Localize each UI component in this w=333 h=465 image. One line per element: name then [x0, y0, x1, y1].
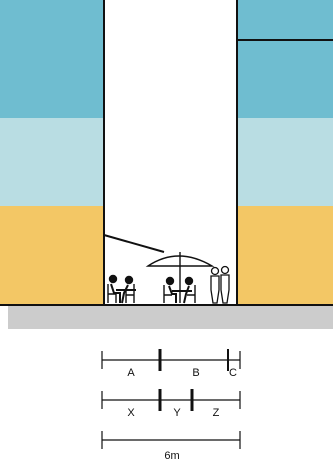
- label-y: Y: [173, 407, 181, 419]
- person-icon: [108, 274, 118, 284]
- person-icon: [121, 284, 129, 304]
- person-icon: [183, 285, 190, 304]
- chair-icon: [187, 285, 196, 303]
- pedestrians: [210, 265, 230, 304]
- person-icon: [110, 283, 121, 303]
- right-building-upper-floor: [237, 40, 333, 118]
- left-building-upper-floor: [0, 0, 104, 118]
- person-icon: [184, 276, 194, 286]
- person-icon: [168, 285, 177, 303]
- person-icon: [165, 276, 175, 286]
- pedestrian-icon: [210, 275, 220, 304]
- right-building-middle-floor: [237, 118, 333, 206]
- dimension-diagram: [101, 349, 241, 449]
- label-x: X: [127, 407, 135, 419]
- label-b: B: [192, 367, 199, 379]
- awning: [103, 234, 165, 253]
- pedestrian-icon: [220, 265, 230, 275]
- label-total-width: 6m: [164, 450, 179, 462]
- pedestrian-icon: [220, 274, 230, 304]
- chair-icon: [126, 284, 135, 303]
- cafe-table-left: [107, 274, 136, 304]
- left-building-ground-floor: [0, 206, 104, 305]
- right-building-ground-floor: [237, 206, 333, 305]
- person-icon: [124, 275, 134, 285]
- pedestrian-icon: [210, 266, 220, 276]
- cafe-table-parasol: [145, 252, 215, 304]
- label-z: Z: [213, 407, 220, 419]
- label-c: C: [229, 367, 237, 379]
- label-a: A: [127, 367, 135, 379]
- right-building: [236, 0, 333, 305]
- ground-strip: [8, 305, 333, 329]
- left-building: [0, 0, 105, 305]
- left-building-middle-floor: [0, 118, 104, 206]
- chair-icon: [163, 285, 172, 303]
- right-building-top-floor: [237, 0, 333, 40]
